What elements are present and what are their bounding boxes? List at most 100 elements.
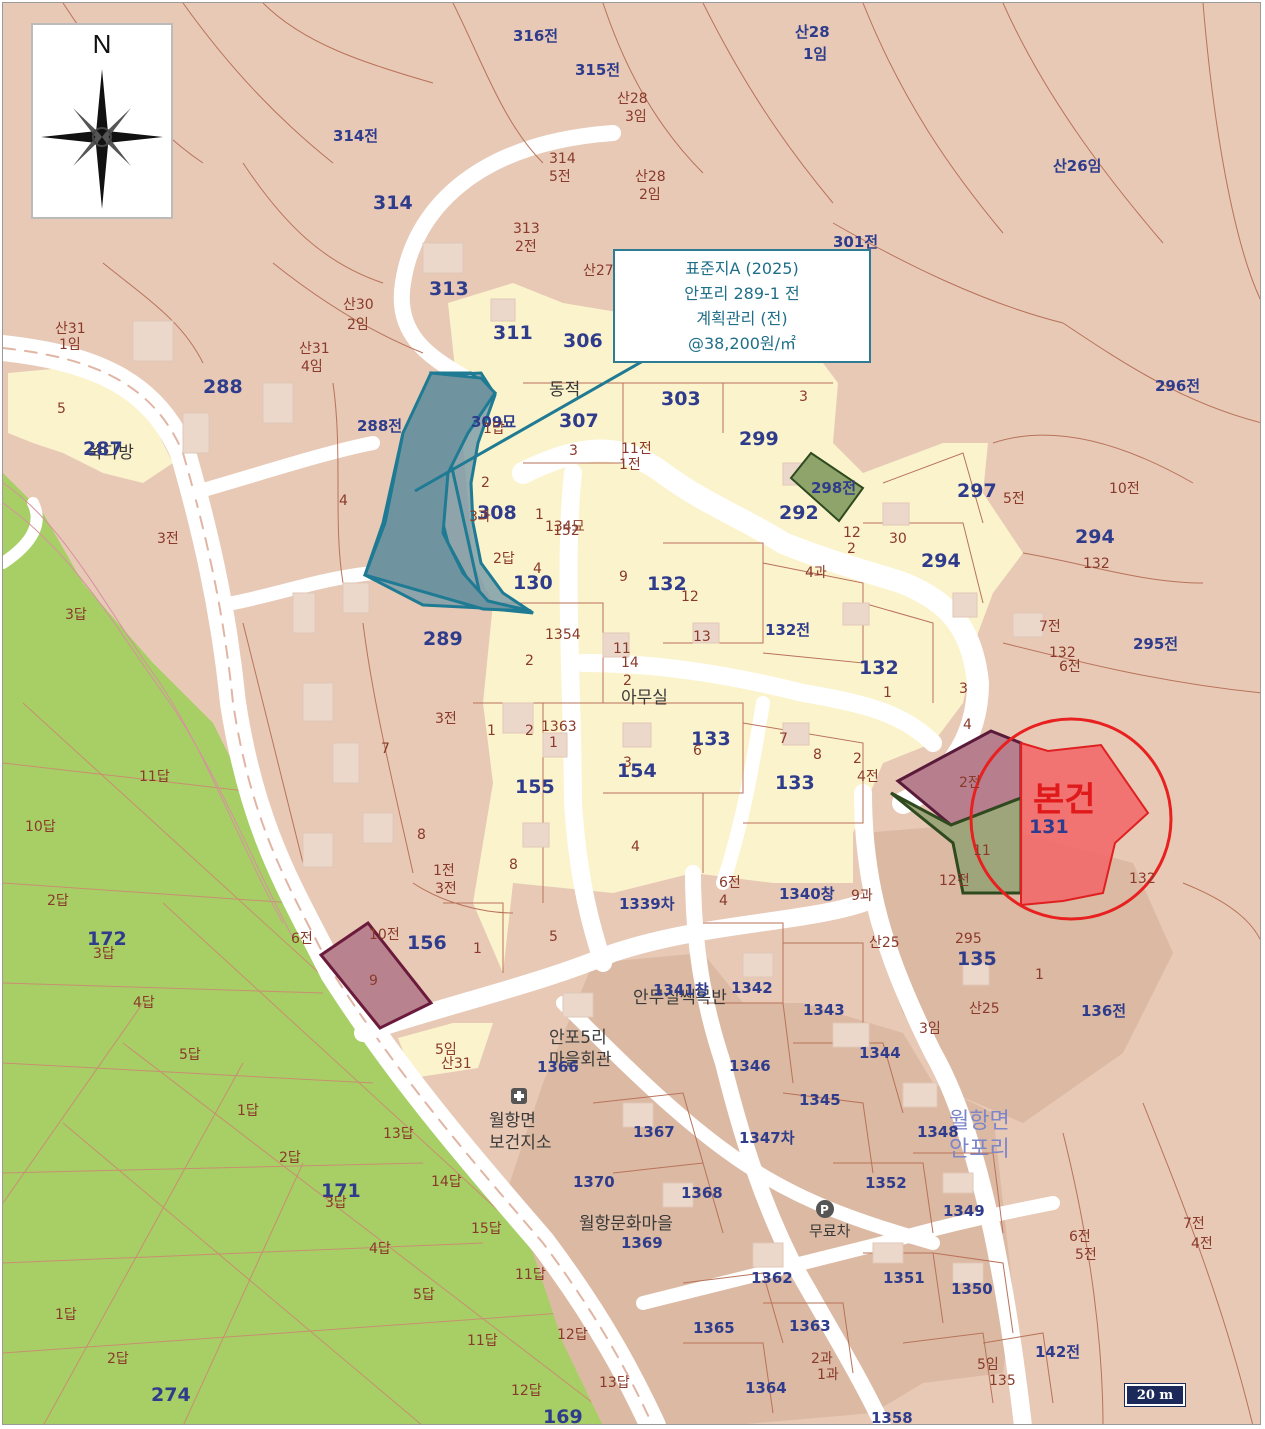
parcel-land-use-label: 14 [621,655,639,671]
parcel-number-label: 130 [513,572,553,594]
parcel-land-use-label: 4답 [369,1241,391,1257]
parcel-number-label: 135 [957,948,997,970]
place-label: 아무실 [621,688,668,708]
parcel-land-use-label: 5임 [435,1042,457,1058]
parcel-land-use-label: 1363 [541,719,577,735]
parcel-land-use-label: 11답 [515,1267,546,1283]
parcel-land-use-label: 12 [681,589,699,605]
place-label: 무료차 [809,1222,851,1240]
parcel-land-use-label: 7전 [1183,1216,1205,1232]
parcel-land-use-label: 7전 [1039,619,1061,635]
parcel-land-use-label: 135 [989,1373,1016,1389]
hospital-icon [511,1088,527,1104]
parcel-land-use-label: 3전 [435,881,457,897]
parcel-land-use-label: 5임 [977,1357,999,1373]
standard-land-callout: 표준지A (2025) 안포리 289-1 전 계획관리 (전) @38,200… [613,249,871,363]
parcel-9-highlight[interactable] [318,920,434,1030]
parcel-land-use-label: 산28 [635,169,666,185]
callout-price: @38,200원/㎡ [687,334,797,353]
parcel-number-label: 307 [559,410,599,432]
parcel-land-use-label: 산25 [869,935,900,951]
parcel-land-use-label: 5전 [1075,1247,1097,1263]
parcel-number-label: 1370 [573,1173,615,1191]
parcel-land-use-label: 5전 [1003,491,1025,507]
parcel-number-label: 132전 [765,621,810,639]
parcel-land-use-label: 295 [955,931,982,947]
parcel-land-use-label: 4 [533,561,542,577]
parcel-land-use-label: 3답 [93,946,115,962]
parcel-land-use-label: 1과 [817,1367,839,1383]
residential-area-south [398,1023,493,1078]
parcel-land-use-label: 13답 [383,1126,414,1142]
place-label: 안무실쌕목반 [633,988,727,1008]
parcel-land-use-label: 6 [693,743,702,759]
subject-parcel[interactable] [1020,741,1150,907]
parcel-land-use-label: 2전 [959,775,981,791]
parcel-land-use-label: 4전 [857,769,879,785]
parcel-land-use-label: 2 [481,475,490,491]
parcel-land-use-label: 5 [57,401,66,417]
parcel-land-use-label: 6전 [719,875,741,891]
parcel-number-label: 311 [493,322,533,344]
parcel-land-use-label: 15답 [471,1221,502,1237]
parcel-number-label: 155 [515,776,555,798]
parcel-land-use-label: 2과 [811,1351,833,1367]
parcel-land-use-label: 1답 [55,1307,77,1323]
parcel-land-use-label: 1354 [545,627,581,643]
parcel-land-use-label: 3답 [325,1195,347,1211]
parcel-land-use-label: 2임 [347,317,369,333]
parcel-land-use-label: 10전 [369,927,400,943]
map-canvas[interactable]: 본건 월항면 안포리 동적 아무실 안포5리 마을회관 월항면 보건지소 월항문… [3,3,1261,1425]
parcel-number-label: 1358 [871,1409,913,1425]
parcel-number-label: 136전 [1081,1002,1126,1020]
place-label: 월항문화마을 [579,1214,673,1234]
parcel-number-label: 303 [661,388,701,410]
parcel-land-use-label: 2답 [279,1150,301,1166]
parcel-land-use-label: 3답 [65,607,87,623]
parcel-land-use-label: 3임 [625,109,647,125]
parcel-land-use-label: 1전 [433,863,455,879]
parcel-land-use-label: 1 [1035,967,1044,983]
parcel-number-label: 295전 [1133,635,1178,653]
parcel-land-use-label: 11답 [139,769,170,785]
parcel-number-label: 131 [1029,816,1069,838]
parcel-land-use-label: 2전 [515,239,537,255]
parcel-number-label: 1352 [865,1174,907,1192]
residential-area-west [8,368,173,483]
parcel-land-use-label: 132 [1129,871,1156,887]
parcel-number-label: 1366 [537,1058,579,1076]
subject-label: 본건 [1033,780,1096,820]
parcel-land-use-label: 3 [959,681,968,697]
parcel-number-label: 169 [543,1406,583,1425]
parcel-number-label: 154 [617,760,657,782]
parcel-number-label: 289 [423,628,463,650]
parcel-number-label: 294 [921,550,961,572]
parcel-land-use-label: 5 [549,929,558,945]
standard-land-parcel-fill [363,371,532,613]
parcel-number-label: 313 [429,278,469,300]
parcel-land-use-label: 10답 [25,819,56,835]
parcel-number-label: 288전 [357,417,402,435]
place-label: 보건지소 [489,1133,552,1153]
parcel-298-highlight[interactable] [789,451,865,523]
parcel-number-label: 297 [957,480,997,502]
parcel-boundaries [62,3,1260,1424]
parcel-land-use-label: 1전 [619,457,641,473]
parcel-land-use-label: 4답 [133,995,155,1011]
parcel-land-use-label: 2답 [47,893,69,909]
admin-area-label-line1: 월항면 [949,1109,1010,1134]
parcel-land-use-label: 4전 [1191,1236,1213,1252]
parcel-number-label: 171 [321,1180,361,1202]
compass-rose-icon [41,69,163,209]
parcel-land-use-label: 14답 [431,1174,462,1190]
parcel-number-label: 172 [87,928,127,950]
parcel-land-use-label: 11 [973,843,991,859]
parcel-land-use-label: 5답 [413,1287,435,1303]
paddy-parcel-lines [3,702,622,1424]
parcel-land-use-label: 1임 [59,337,81,353]
parcel-number-label: 301전 [833,233,878,251]
parcel-number-label: 1363 [789,1317,831,1335]
